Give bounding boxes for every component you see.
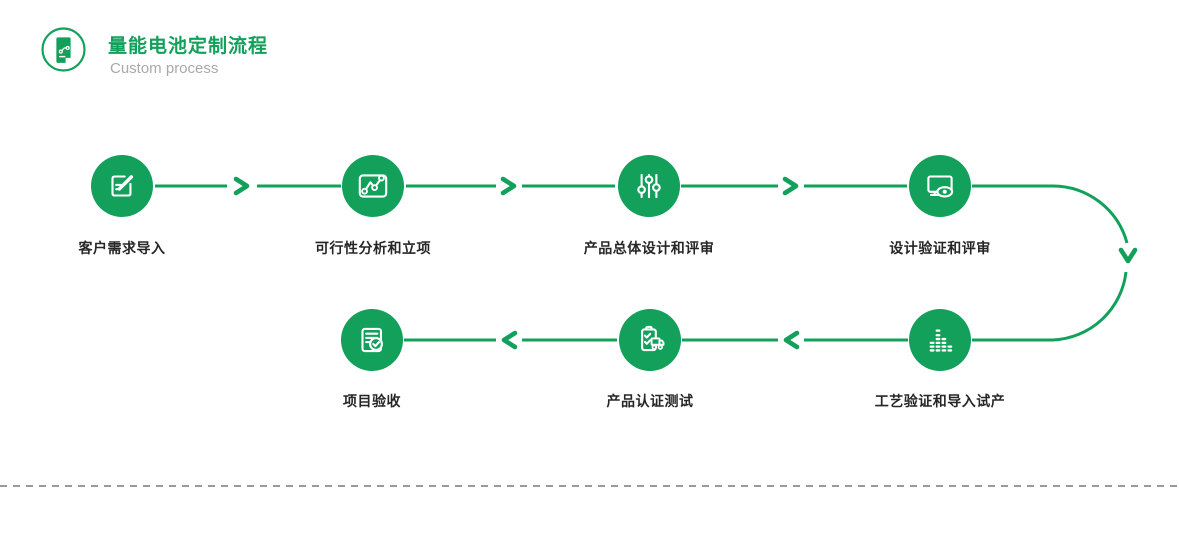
step-label-5: 工艺验证和导入试产 [874, 393, 1006, 409]
step-node-7 [341, 309, 403, 371]
arrow-left-icon [783, 330, 800, 350]
page-title: 量能电池定制流程 [108, 36, 269, 57]
arrow-left-icon [501, 330, 518, 350]
sliders-icon [637, 173, 661, 199]
step-node-2 [342, 155, 404, 217]
equalizer-bars-icon [929, 329, 953, 352]
arrow-down-icon [1118, 247, 1138, 264]
step-node-1 [91, 155, 153, 217]
step-node-4 [909, 155, 971, 217]
step-label-7: 项目验收 [343, 393, 401, 409]
trend-chart-icon [358, 174, 388, 198]
step-node-5 [909, 309, 971, 371]
step-label-4: 设计验证和评审 [889, 240, 991, 256]
monitor-eye-icon [927, 175, 954, 198]
arrow-right-icon [233, 176, 250, 196]
step-label-1: 客户需求导入 [78, 240, 166, 256]
step-node-6 [619, 309, 681, 371]
process-document-icon [40, 26, 87, 73]
edit-note-icon [111, 175, 134, 197]
arrow-right-icon [782, 176, 799, 196]
page-subtitle: Custom process [110, 60, 219, 77]
step-node-3 [618, 155, 680, 217]
step-label-6: 产品认证测试 [606, 393, 694, 409]
step-label-2: 可行性分析和立项 [315, 240, 431, 256]
step-label-3: 产品总体设计和评审 [583, 240, 715, 256]
arrow-right-icon [500, 176, 517, 196]
checklist-truck-icon [641, 325, 665, 352]
document-check-icon [361, 327, 383, 353]
